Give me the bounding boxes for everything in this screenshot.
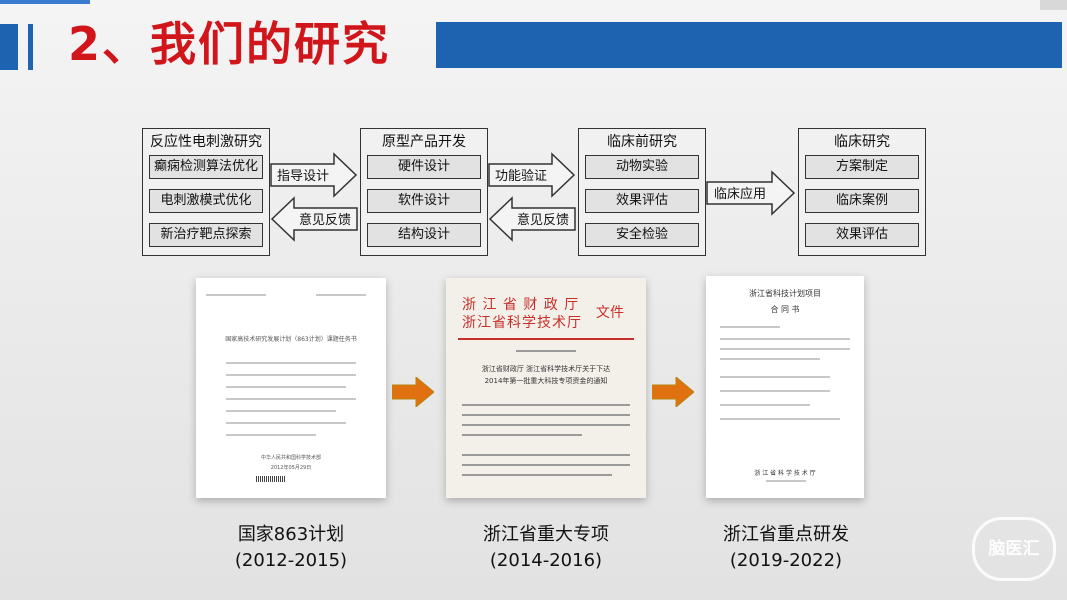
document-header: 国家高技术研究发展计划（863计划）课题任务书 bbox=[225, 336, 357, 343]
group-title: 临床研究 bbox=[834, 134, 890, 150]
left-arrow-icon bbox=[270, 196, 358, 242]
flow-item: 效果评估 bbox=[805, 223, 919, 247]
arrow-right-1: 指导设计 bbox=[270, 152, 358, 198]
arrow-right-2: 功能验证 bbox=[488, 152, 576, 198]
flow-item: 结构设计 bbox=[367, 223, 481, 247]
header-bar-thin bbox=[28, 24, 33, 70]
caption-title: 浙江省重大专项 bbox=[483, 524, 609, 545]
arrow-left-2: 意见反馈 bbox=[488, 196, 576, 242]
letterhead-line-1: 浙 江 省 财 政 厅 bbox=[462, 297, 580, 313]
arrow-right-3: 临床应用 bbox=[706, 170, 796, 216]
document-date: 2012年05月29日 bbox=[270, 465, 312, 471]
document-subtitle: 合 同 书 bbox=[770, 305, 800, 314]
caption-863: 国家863计划 (2012-2015) bbox=[196, 522, 386, 574]
arrow-left-1: 意见反馈 bbox=[270, 196, 358, 242]
left-arrow-icon bbox=[488, 196, 576, 242]
orange-arrow-icon bbox=[651, 375, 695, 409]
caption-major-project: 浙江省重大专项 (2014-2016) bbox=[446, 522, 646, 574]
right-arrow-icon bbox=[270, 152, 358, 198]
doc-arrow-2 bbox=[651, 375, 695, 409]
flow-item: 临床案例 bbox=[805, 189, 919, 213]
document-key-rd: 浙江省科技计划项目 合 同 书 浙 江 省 科 学 技 术 厅 bbox=[706, 276, 864, 498]
arrow-label: 意见反馈 bbox=[298, 213, 351, 228]
header-bar-left bbox=[0, 24, 18, 70]
header-bar-right bbox=[436, 22, 1062, 68]
letterhead-suffix: 文件 bbox=[596, 305, 624, 321]
header-top-accent bbox=[0, 0, 90, 4]
page-title: 2、我们的研究 bbox=[68, 17, 391, 71]
caption-years: (2012-2015) bbox=[234, 550, 348, 571]
group-title: 反应性电刺激研究 bbox=[150, 134, 262, 150]
arrow-label: 功能验证 bbox=[494, 169, 547, 184]
doc-arrow-1 bbox=[391, 375, 435, 409]
flow-item: 电刺激模式优化 bbox=[149, 189, 263, 213]
arrow-label: 意见反馈 bbox=[516, 213, 569, 228]
flow-group-clinical: 临床研究 方案制定 临床案例 效果评估 bbox=[798, 128, 926, 256]
caption-years: (2019-2022) bbox=[729, 550, 843, 571]
arrow-label: 指导设计 bbox=[276, 169, 329, 184]
group-title: 临床前研究 bbox=[607, 134, 677, 150]
flow-group-preclinical: 临床前研究 动物实验 效果评估 安全检验 bbox=[578, 128, 706, 256]
flow-group-research: 反应性电刺激研究 癫痫检测算法优化 电刺激模式优化 新治疗靶点探索 bbox=[142, 128, 270, 256]
caption-title: 浙江省重点研发 bbox=[723, 524, 849, 545]
right-arrow-icon bbox=[706, 170, 796, 216]
document-issuer: 浙 江 省 科 学 技 术 厅 bbox=[754, 470, 816, 477]
flow-item: 效果评估 bbox=[585, 189, 699, 213]
document-major-project: 浙 江 省 财 政 厅 浙江省科学技术厅 文件 浙江省财政厅 浙江省科学技术厅关… bbox=[446, 278, 646, 498]
letterhead-divider bbox=[458, 338, 634, 340]
document-subject-1: 浙江省财政厅 浙江省科学技术厅关于下达 bbox=[481, 365, 611, 373]
flow-item: 癫痫检测算法优化 bbox=[149, 155, 263, 179]
caption-title: 国家863计划 bbox=[237, 524, 345, 545]
flow-item: 安全检验 bbox=[585, 223, 699, 247]
brain-logo-watermark: 脑医汇 bbox=[972, 517, 1056, 581]
document-title: 浙江省科技计划项目 bbox=[749, 289, 821, 298]
caption-years: (2014-2016) bbox=[489, 550, 603, 571]
flow-item: 动物实验 bbox=[585, 155, 699, 179]
group-title: 原型产品开发 bbox=[382, 134, 466, 150]
document-863: 国家高技术研究发展计划（863计划）课题任务书 中华人民共和国科学技术部 201… bbox=[196, 278, 386, 498]
flow-item: 软件设计 bbox=[367, 189, 481, 213]
caption-key-rd: 浙江省重点研发 (2019-2022) bbox=[696, 522, 876, 574]
right-arrow-icon bbox=[488, 152, 576, 198]
flow-item: 新治疗靶点探索 bbox=[149, 223, 263, 247]
arrow-label: 临床应用 bbox=[713, 187, 766, 202]
barcode-icon bbox=[256, 476, 286, 482]
corner-decoration bbox=[1040, 0, 1067, 10]
flow-item: 方案制定 bbox=[805, 155, 919, 179]
document-issuer: 中华人民共和国科学技术部 bbox=[260, 455, 321, 461]
flow-item: 硬件设计 bbox=[367, 155, 481, 179]
letterhead-line-2: 浙江省科学技术厅 bbox=[462, 315, 582, 331]
flow-group-prototype: 原型产品开发 硬件设计 软件设计 结构设计 bbox=[360, 128, 488, 256]
orange-arrow-icon bbox=[391, 375, 435, 409]
document-subject-2: 2014年第一批重大科技专项资金的通知 bbox=[484, 377, 608, 385]
